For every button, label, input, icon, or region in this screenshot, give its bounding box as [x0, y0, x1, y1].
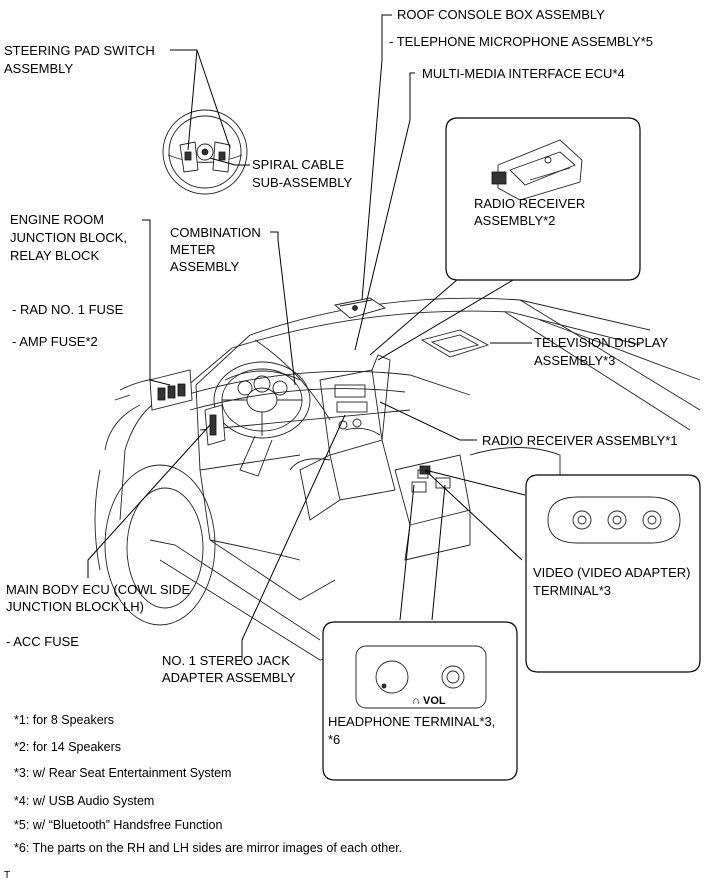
footnote: *2: for 14 Speakers	[14, 740, 121, 754]
label-engine-room-1: ENGINE ROOM	[10, 212, 104, 227]
label-acc-fuse: - ACC FUSE	[6, 634, 79, 649]
vehicle-interior-illustration	[94, 297, 701, 661]
label-multimedia-ecu: MULTI-MEDIA INTERFACE ECU*4	[422, 66, 625, 81]
label-main-body-ecu-1: MAIN BODY ECU (COWL SIDE	[6, 582, 191, 597]
label-rad-fuse: - RAD NO. 1 FUSE	[12, 302, 124, 317]
label-radio-receiver2-1: RADIO RECEIVER	[474, 196, 585, 211]
label-radio-receiver1: RADIO RECEIVER ASSEMBLY*1	[482, 433, 678, 448]
label-combination-meter-3: ASSEMBLY	[170, 259, 239, 274]
footnote: *1: for 8 Speakers	[14, 713, 114, 727]
label-engine-room-2: JUNCTION BLOCK,	[10, 230, 127, 245]
label-video-terminal-2: TERMINAL*3	[533, 583, 611, 598]
label-stereo-jack-2: ADAPTER ASSEMBLY	[162, 670, 296, 685]
label-main-body-ecu-2: JUNCTION BLOCK LH)	[6, 599, 144, 614]
label-spiral-cable-2: SUB-ASSEMBLY	[252, 175, 353, 190]
label-tv-display-1: TELEVISION DISPLAY	[534, 335, 668, 350]
label-steering-pad-1: STEERING PAD SWITCH	[4, 43, 155, 58]
video-terminal-inset	[525, 474, 701, 673]
footnote: *4: w/ USB Audio System	[14, 794, 154, 808]
label-vol: VOL	[423, 695, 446, 707]
main-body-ecu-part	[204, 404, 226, 446]
label-telephone-mic: - TELEPHONE MICROPHONE ASSEMBLY*5	[389, 34, 653, 49]
roof-console-box	[334, 297, 387, 319]
label-spiral-cable-1: SPIRAL CABLE	[252, 157, 344, 172]
headphone-terminal-inset: ∩	[322, 621, 518, 781]
footnote: *6: The parts on the RH and LH sides are…	[14, 841, 402, 855]
label-stereo-jack-1: NO. 1 STEREO JACK	[162, 653, 290, 668]
television-display	[420, 329, 490, 358]
label-headphone-2: *6	[328, 732, 340, 747]
label-headphone-1: HEADPHONE TERMINAL*3,	[328, 714, 495, 729]
label-steering-pad-2: ASSEMBLY	[4, 61, 73, 76]
footnote: *3: w/ Rear Seat Entertainment System	[14, 766, 231, 780]
label-combination-meter-1: COMBINATION	[170, 225, 261, 240]
label-amp-fuse: - AMP FUSE*2	[12, 334, 98, 349]
label-roof-console: ROOF CONSOLE BOX ASSEMBLY	[397, 7, 605, 22]
radio-receiver-2-inset	[445, 117, 641, 281]
label-engine-room-3: RELAY BLOCK	[10, 248, 99, 263]
steering-wheel-inset	[162, 109, 248, 195]
footnote: *5: w/ “Bluetooth” Handsfree Function	[14, 818, 222, 832]
label-tv-display-2: ASSEMBLY*3	[534, 353, 615, 368]
leader-lines	[87, 14, 532, 660]
footnotes: *1: for 8 Speakers *2: for 14 Speakers *…	[4, 713, 402, 881]
label-combination-meter-2: METER	[170, 242, 216, 257]
headphone-symbol: ∩	[412, 695, 420, 707]
engine-room-junction-block	[149, 369, 193, 411]
label-video-terminal-1: VIDEO (VIDEO ADAPTER)	[533, 565, 690, 580]
corner-mark: T	[4, 870, 10, 881]
label-radio-receiver2-2: ASSEMBLY*2	[474, 213, 555, 228]
labels: ROOF CONSOLE BOX ASSEMBLY - TELEPHONE MI…	[4, 7, 690, 747]
